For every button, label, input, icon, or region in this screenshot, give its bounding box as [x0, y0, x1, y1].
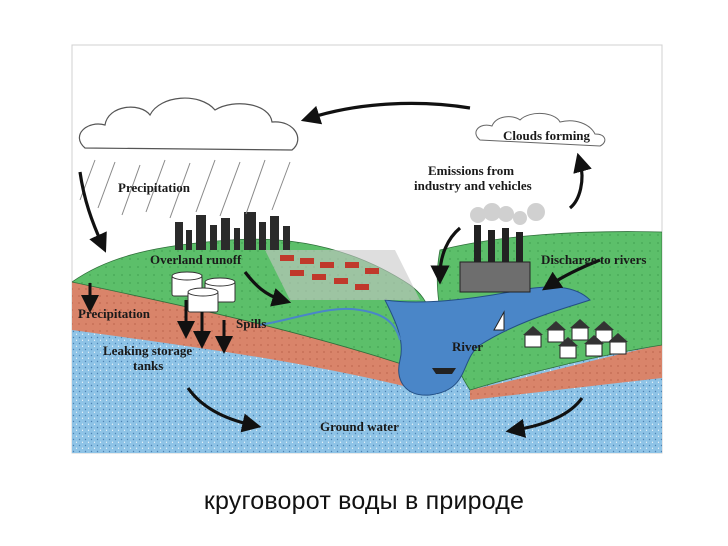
factory: [459, 203, 545, 293]
sailboat-icon: [493, 310, 505, 331]
cloud-left: [78, 97, 299, 151]
arrow-runoff: [243, 271, 292, 307]
boat-icon: [432, 368, 456, 374]
label-river: River: [452, 339, 483, 354]
arrow-precipitation: [78, 171, 107, 253]
label-emissions-2: industry and vehicles: [414, 178, 532, 193]
storage-tanks: [171, 271, 236, 313]
stream: [259, 307, 401, 341]
houses-right: [523, 319, 628, 359]
slide-caption: круговорот воды в природе: [203, 487, 525, 515]
label-clouds-forming: Clouds forming: [503, 128, 591, 143]
label-ground-water: Ground water: [320, 419, 399, 434]
city-skyline: [175, 212, 290, 250]
label-leaking-storage: Leaking storage: [103, 343, 192, 358]
label-emissions-1: Emissions from: [428, 163, 514, 178]
label-precipitation-ground: Precipitation: [78, 306, 151, 321]
soil-layer-right: [470, 345, 662, 400]
arrow-groundwater-right: [505, 397, 584, 438]
label-leaking-tanks: tanks: [133, 358, 163, 373]
label-overland-runoff: Overland runoff: [150, 252, 242, 267]
label-spills: Spills: [236, 316, 266, 331]
arrow-emissions-up: [568, 152, 592, 210]
arrow-discharge: [542, 258, 601, 291]
label-discharge-to-rivers: Discharge to rivers: [541, 252, 646, 267]
rain: [79, 159, 291, 219]
arrow-emissions-down: [430, 226, 462, 285]
arrow-groundwater-left: [186, 387, 262, 433]
soil-layer-left: [72, 282, 420, 390]
label-precipitation-top: Precipitation: [118, 180, 191, 195]
arrow-to-clouds: [300, 101, 471, 125]
houses-cluster: [265, 250, 420, 300]
cloud-right: [475, 113, 606, 147]
